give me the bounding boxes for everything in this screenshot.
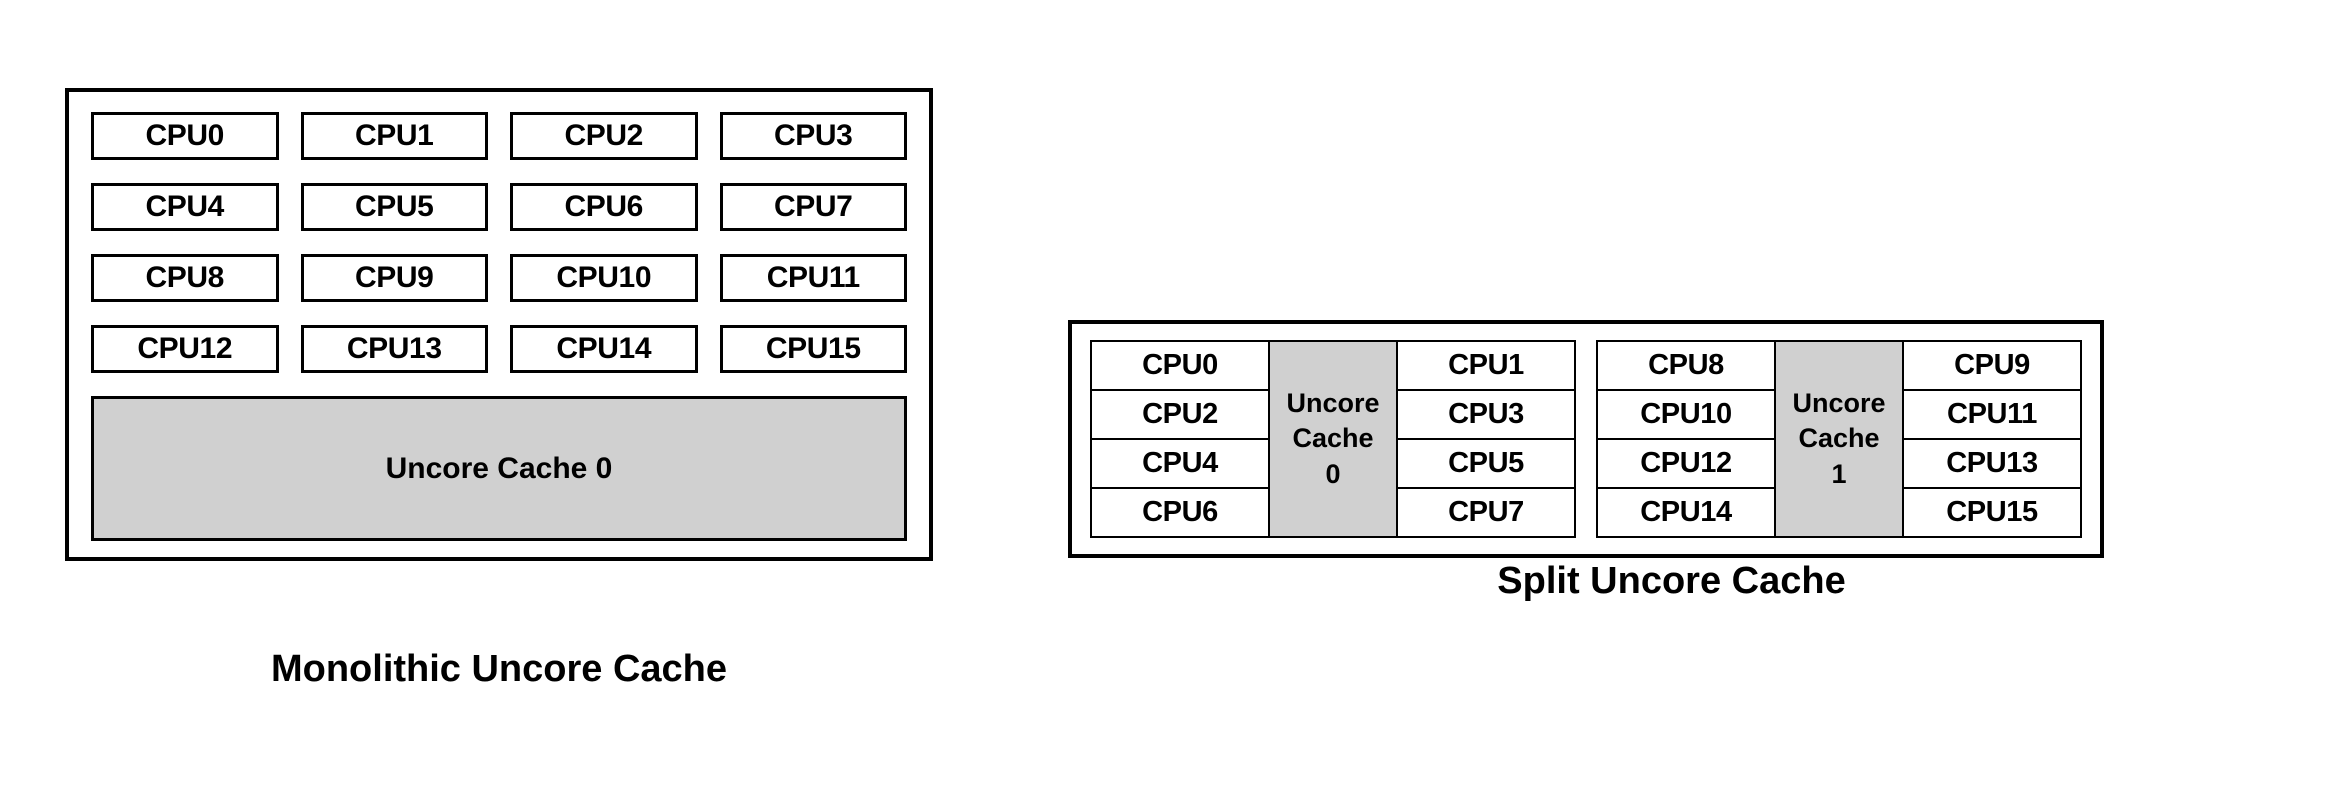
cpu-label: CPU9 bbox=[355, 261, 434, 294]
cpu-label: CPU13 bbox=[346, 332, 442, 365]
cpu-label: CPU12 bbox=[137, 332, 233, 365]
cpu-box: CPU4 bbox=[1090, 438, 1270, 489]
uncore-cache-label-line: Cache bbox=[1798, 423, 1880, 454]
cpu-column-left: CPU0 CPU2 CPU4 CPU6 bbox=[1090, 340, 1270, 538]
cpu-label: CPU3 bbox=[774, 119, 853, 152]
split-uncore-cache-figure: CPU0 CPU2 CPU4 CPU6 Uncore Cache 0 bbox=[1068, 320, 2104, 602]
cpu-box: CPU2 bbox=[1090, 389, 1270, 440]
cpu-box: CPU9 bbox=[1902, 340, 2082, 391]
cpu-box: CPU14 bbox=[1596, 487, 1776, 538]
cpu-column-left: CPU8 CPU10 CPU12 CPU14 bbox=[1596, 340, 1776, 538]
cpu-box: CPU2 bbox=[510, 112, 698, 160]
cpu-label: CPU14 bbox=[556, 332, 652, 365]
uncore-cache-label-line: 1 bbox=[1831, 458, 1847, 489]
uncore-cache-label: Uncore Cache 0 bbox=[385, 451, 613, 485]
cpu-label: CPU5 bbox=[1448, 447, 1524, 479]
cpu-label: CPU11 bbox=[1947, 398, 2037, 430]
cpu-box: CPU13 bbox=[300, 325, 488, 373]
split-figure-caption: Split Uncore Cache bbox=[1497, 560, 1846, 602]
cpu-box: CPU15 bbox=[719, 325, 907, 373]
cpu-box: CPU8 bbox=[91, 254, 279, 302]
cpu-label: CPU6 bbox=[1142, 496, 1218, 528]
cpu-box: CPU13 bbox=[1902, 438, 2082, 489]
monolithic-cpu-grid: CPU0 CPU1 CPU2 CPU3 CPU4 CPU5 CPU6 CPU7 bbox=[91, 112, 907, 373]
cpu-label: CPU8 bbox=[1648, 349, 1724, 381]
cpu-box: CPU11 bbox=[719, 254, 907, 302]
cpu-label: CPU0 bbox=[145, 119, 225, 152]
cpu-label: CPU7 bbox=[774, 190, 853, 223]
cpu-label: CPU9 bbox=[1954, 349, 2030, 381]
cpu-box: CPU3 bbox=[719, 112, 907, 160]
cpu-box: CPU0 bbox=[91, 112, 279, 160]
cpu-box: CPU12 bbox=[91, 325, 279, 373]
cpu-box: CPU6 bbox=[510, 183, 698, 231]
cpu-box: CPU11 bbox=[1902, 389, 2082, 440]
cpu-label: CPU8 bbox=[145, 261, 225, 294]
cpu-box: CPU1 bbox=[1396, 340, 1576, 391]
cpu-label: CPU14 bbox=[1640, 496, 1732, 528]
cpu-box: CPU0 bbox=[1090, 340, 1270, 391]
uncore-cache-block: Uncore Cache 0 bbox=[1268, 340, 1398, 538]
cpu-box: CPU5 bbox=[300, 183, 488, 231]
cpu-label: CPU4 bbox=[1142, 447, 1218, 479]
monolithic-figure-caption: Monolithic Uncore Cache bbox=[270, 648, 728, 690]
cpu-label: CPU1 bbox=[355, 119, 434, 152]
monolithic-uncore-cache-figure: CPU0 CPU1 CPU2 CPU3 CPU4 CPU5 CPU6 CPU7 bbox=[65, 88, 933, 690]
cpu-box: CPU6 bbox=[1090, 487, 1270, 538]
cpu-box: CPU3 bbox=[1396, 389, 1576, 440]
cpu-box: CPU14 bbox=[510, 325, 698, 373]
cpu-label: CPU1 bbox=[1448, 349, 1524, 381]
cpu-label: CPU6 bbox=[564, 190, 644, 223]
cpu-label: CPU12 bbox=[1640, 447, 1732, 479]
uncore-cache-label-line: Uncore bbox=[1286, 387, 1380, 418]
cpu-label: CPU2 bbox=[564, 119, 644, 152]
cpu-box: CPU1 bbox=[300, 112, 488, 160]
cache-cluster: CPU0 CPU2 CPU4 CPU6 Uncore Cache 0 bbox=[1090, 340, 1576, 538]
cpu-label: CPU11 bbox=[766, 261, 860, 294]
cpu-label: CPU15 bbox=[765, 332, 861, 365]
cpu-box: CPU5 bbox=[1396, 438, 1576, 489]
cpu-label: CPU0 bbox=[1142, 349, 1218, 381]
cpu-label: CPU5 bbox=[355, 190, 434, 223]
cpu-box: CPU4 bbox=[91, 183, 279, 231]
cpu-box: CPU10 bbox=[510, 254, 698, 302]
cpu-column-right: CPU1 CPU3 CPU5 CPU7 bbox=[1396, 340, 1576, 538]
cpu-box: CPU7 bbox=[1396, 487, 1576, 538]
cache-cluster: CPU8 CPU10 CPU12 CPU14 Uncore Cache 1 bbox=[1596, 340, 2082, 538]
uncore-cache-label-line: 0 bbox=[1325, 458, 1341, 489]
cpu-label: CPU10 bbox=[1640, 398, 1732, 430]
uncore-cache-label-line: Cache bbox=[1292, 423, 1374, 454]
uncore-cache-block: Uncore Cache 1 bbox=[1774, 340, 1904, 538]
uncore-cache-block: Uncore Cache 0 bbox=[91, 396, 907, 541]
monolithic-package-outline: CPU0 CPU1 CPU2 CPU3 CPU4 CPU5 CPU6 CPU7 bbox=[65, 88, 933, 561]
cpu-label: CPU7 bbox=[1448, 496, 1524, 528]
cpu-box: CPU8 bbox=[1596, 340, 1776, 391]
cpu-label: CPU3 bbox=[1448, 398, 1524, 430]
cpu-box: CPU10 bbox=[1596, 389, 1776, 440]
uncore-cache-label-line: Uncore bbox=[1792, 387, 1886, 418]
cpu-label: CPU13 bbox=[1946, 447, 2038, 479]
cpu-box: CPU7 bbox=[719, 183, 907, 231]
split-package-outline: CPU0 CPU2 CPU4 CPU6 Uncore Cache 0 bbox=[1068, 320, 2104, 558]
cpu-label: CPU10 bbox=[556, 261, 652, 294]
cpu-label: CPU15 bbox=[1946, 496, 2038, 528]
cpu-label: CPU2 bbox=[1142, 398, 1218, 430]
cpu-box: CPU9 bbox=[300, 254, 488, 302]
cpu-box: CPU12 bbox=[1596, 438, 1776, 489]
cpu-box: CPU15 bbox=[1902, 487, 2082, 538]
cpu-label: CPU4 bbox=[145, 190, 225, 223]
cpu-column-right: CPU9 CPU11 CPU13 CPU15 bbox=[1902, 340, 2082, 538]
